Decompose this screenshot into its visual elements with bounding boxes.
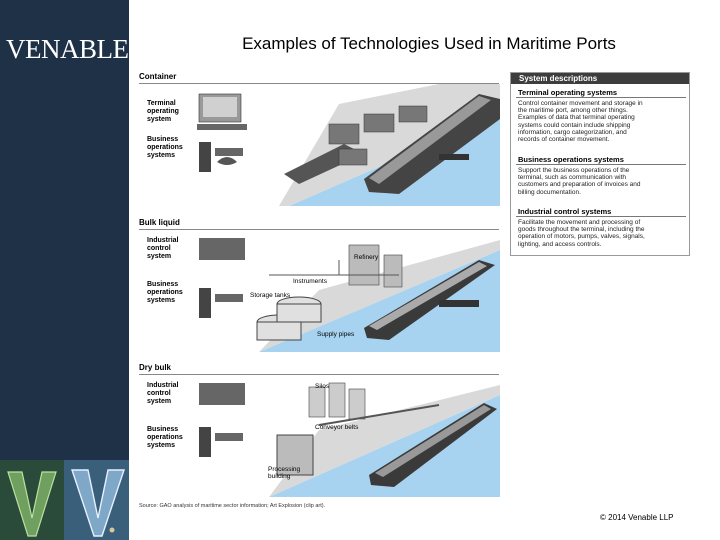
copyright-footer: © 2014 Venable LLP	[600, 513, 674, 522]
label-business-operations-systems: Business operations systems	[147, 136, 183, 159]
label-processing-building: Processing building	[268, 466, 301, 480]
section-title: Industrial control systems	[518, 207, 612, 216]
panel-divider	[139, 374, 499, 375]
logo-llp: LLP	[128, 54, 140, 60]
label-instruments: Instruments	[293, 278, 327, 285]
section-divider	[516, 216, 686, 217]
vv-emblem	[0, 460, 129, 540]
panel-heading-bulk-liquid: Bulk liquid	[139, 218, 180, 227]
system-descriptions-box: System descriptions Terminal operating s…	[510, 72, 690, 256]
label-industrial-control-system: Industrial control system	[147, 237, 179, 260]
section-text: Support the business operations of the t…	[518, 167, 641, 196]
label-terminal-operating-system: Terminal operating system	[147, 100, 179, 123]
panel-heading-dry-bulk: Dry bulk	[139, 363, 172, 372]
source-note: Source: GAO analysis of maritime sector …	[139, 503, 326, 509]
label-business-operations-systems: Business operations systems	[147, 426, 183, 449]
system-descriptions-heading: System descriptions	[511, 73, 689, 84]
panel-heading-container: Container	[139, 72, 177, 81]
section-text: Control container movement and storage i…	[518, 100, 643, 144]
bulk-liquid-terminal-illustration	[199, 238, 500, 352]
container-terminal-illustration	[197, 84, 500, 206]
panel-divider	[139, 229, 499, 230]
label-business-operations-systems: Business operations systems	[147, 281, 183, 304]
label-industrial-control-system: Industrial control system	[147, 382, 179, 405]
label-storage-tanks: Storage tanks	[250, 292, 291, 299]
section-title: Business operations systems	[518, 155, 624, 164]
section-divider	[516, 97, 686, 98]
section-divider	[516, 164, 686, 165]
dry-bulk-terminal-illustration	[199, 382, 500, 497]
section-text: Facilitate the movement and processing o…	[518, 219, 645, 248]
label-conveyor-belts: Conveyor belts	[315, 424, 359, 431]
panel-divider	[139, 83, 499, 84]
label-silos: Silos	[315, 383, 330, 390]
section-title: Terminal operating systems	[518, 88, 618, 97]
sidebar	[0, 0, 129, 540]
label-refinery: Refinery	[354, 254, 379, 261]
venable-logo: VENABLELLP	[6, 34, 140, 64]
label-supply-pipes: Supply pipes	[317, 331, 355, 338]
slide-title: Examples of Technologies Used in Maritim…	[242, 34, 616, 53]
